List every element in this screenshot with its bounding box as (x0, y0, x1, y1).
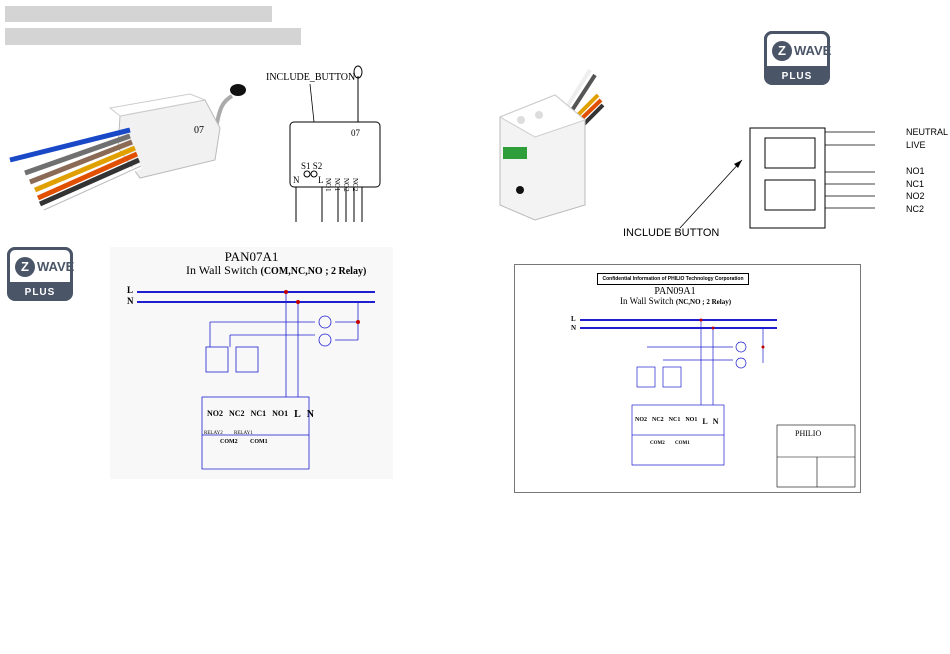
terminal-n-right: N (712, 417, 719, 426)
zwave-z-icon: Z (15, 257, 35, 277)
terminal-nc1-right: NC1 (668, 417, 681, 423)
terminal-s1s2-label: S1 S2 (301, 161, 323, 171)
wire-no2: NO2 (906, 191, 925, 201)
philio-green-label (503, 147, 527, 159)
include-button-dot (516, 186, 524, 194)
confidential-box: Confidential Information of PHILIO Techn… (597, 273, 749, 285)
wire-no1: NO1 (906, 166, 925, 176)
diagram-subtitle: In Wall Switch (COM,NC,NO ; 2 Relay) (186, 263, 367, 277)
relay-label-2: RELAY2 (204, 431, 223, 436)
antenna-tip (230, 84, 246, 96)
com-label-1-right: COM1 (675, 441, 690, 446)
line-n-label: N (127, 296, 134, 306)
terminal-nc2-label: NC2 (351, 178, 359, 192)
line-l-label: L (127, 285, 134, 295)
terminal-l: L (294, 409, 301, 420)
terminal-l-label: L (318, 175, 324, 185)
diagram-title: PAN07A1 (224, 249, 279, 264)
com-label-2: COM2 (220, 439, 238, 445)
wire-labels-right: NEUTRAL LIVE NO1 NC1 NO2 NC2 (906, 126, 948, 215)
zwave-plus-logo-left: Z WAVE PLUS (7, 247, 75, 301)
zwave-plus-text: PLUS (24, 287, 56, 298)
line-n-label-right: N (571, 324, 577, 332)
module-schematic-right (679, 127, 875, 229)
com-label-1: COM1 (250, 439, 268, 445)
module-code-left: 07 (351, 128, 360, 138)
zwave-word: WAVE (794, 43, 832, 58)
header-bar-2 (5, 28, 301, 45)
include-button-label-left: INCLUDE_BUTTON (266, 72, 356, 83)
terminal-nc1: NC1 (250, 409, 267, 418)
line-l-label-right: L (571, 315, 576, 323)
terminal-row-right: NO2 NC2 NC1 NO1 L N (635, 417, 718, 426)
diagram-title-right: PAN09A1 (654, 286, 696, 297)
terminal-row-left: NO2 NC2 NC1 NO1 L N (207, 409, 314, 420)
terminal-no2-right: NO2 (635, 417, 647, 423)
diagram-lines-left (137, 290, 375, 470)
diagram-subtitle-right: In Wall Switch (NC,NO ; 2 Relay) (620, 296, 732, 306)
module-photo-right (498, 68, 605, 221)
terminal-nc2-right: NC2 (652, 417, 664, 423)
terminal-no1-label: NO1 (324, 178, 332, 192)
terminal-l-right: L (702, 417, 708, 426)
zwave-plus-logo-right: Z WAVE PLUS (764, 31, 832, 85)
zwave-plus-text: PLUS (781, 71, 813, 82)
com-label-2-right: COM2 (650, 441, 665, 446)
terminal-n: N (306, 409, 315, 420)
terminal-no2-label: NO2 (342, 178, 350, 192)
diagram-lines-right (580, 318, 856, 488)
terminal-nc2: NC2 (229, 409, 245, 418)
relay-label-1: RELAY1 (234, 431, 253, 436)
module-schematic-left (289, 65, 381, 222)
terminal-no1-right: NO1 (685, 417, 698, 423)
terminal-no1: NO1 (272, 409, 289, 418)
wire-nc1: NC1 (906, 178, 925, 189)
terminal-n-label: N (293, 175, 300, 185)
wire-live: LIVE (906, 139, 926, 150)
wiring-diagram-pan07: PAN07A1 In Wall Switch (COM,NC,NO ; 2 Re… (110, 247, 393, 479)
terminal-no2: NO2 (207, 409, 223, 418)
module-code-left-photo: 07 (194, 125, 204, 136)
include-button-label-right: INCLUDE BUTTON (623, 227, 720, 239)
wire-neutral: NEUTRAL (906, 127, 949, 137)
terminal-nc1-label: NC1 (333, 178, 341, 192)
header-bar-1 (5, 6, 272, 22)
zwave-word: WAVE (37, 259, 75, 274)
wire-nc2: NC2 (906, 203, 925, 214)
brand-label: PHILIO (795, 429, 822, 438)
module-photo-left (9, 84, 246, 213)
zwave-z-icon: Z (772, 41, 792, 61)
wiring-diagram-pan09: Confidential Information of PHILIO Techn… (514, 264, 861, 493)
